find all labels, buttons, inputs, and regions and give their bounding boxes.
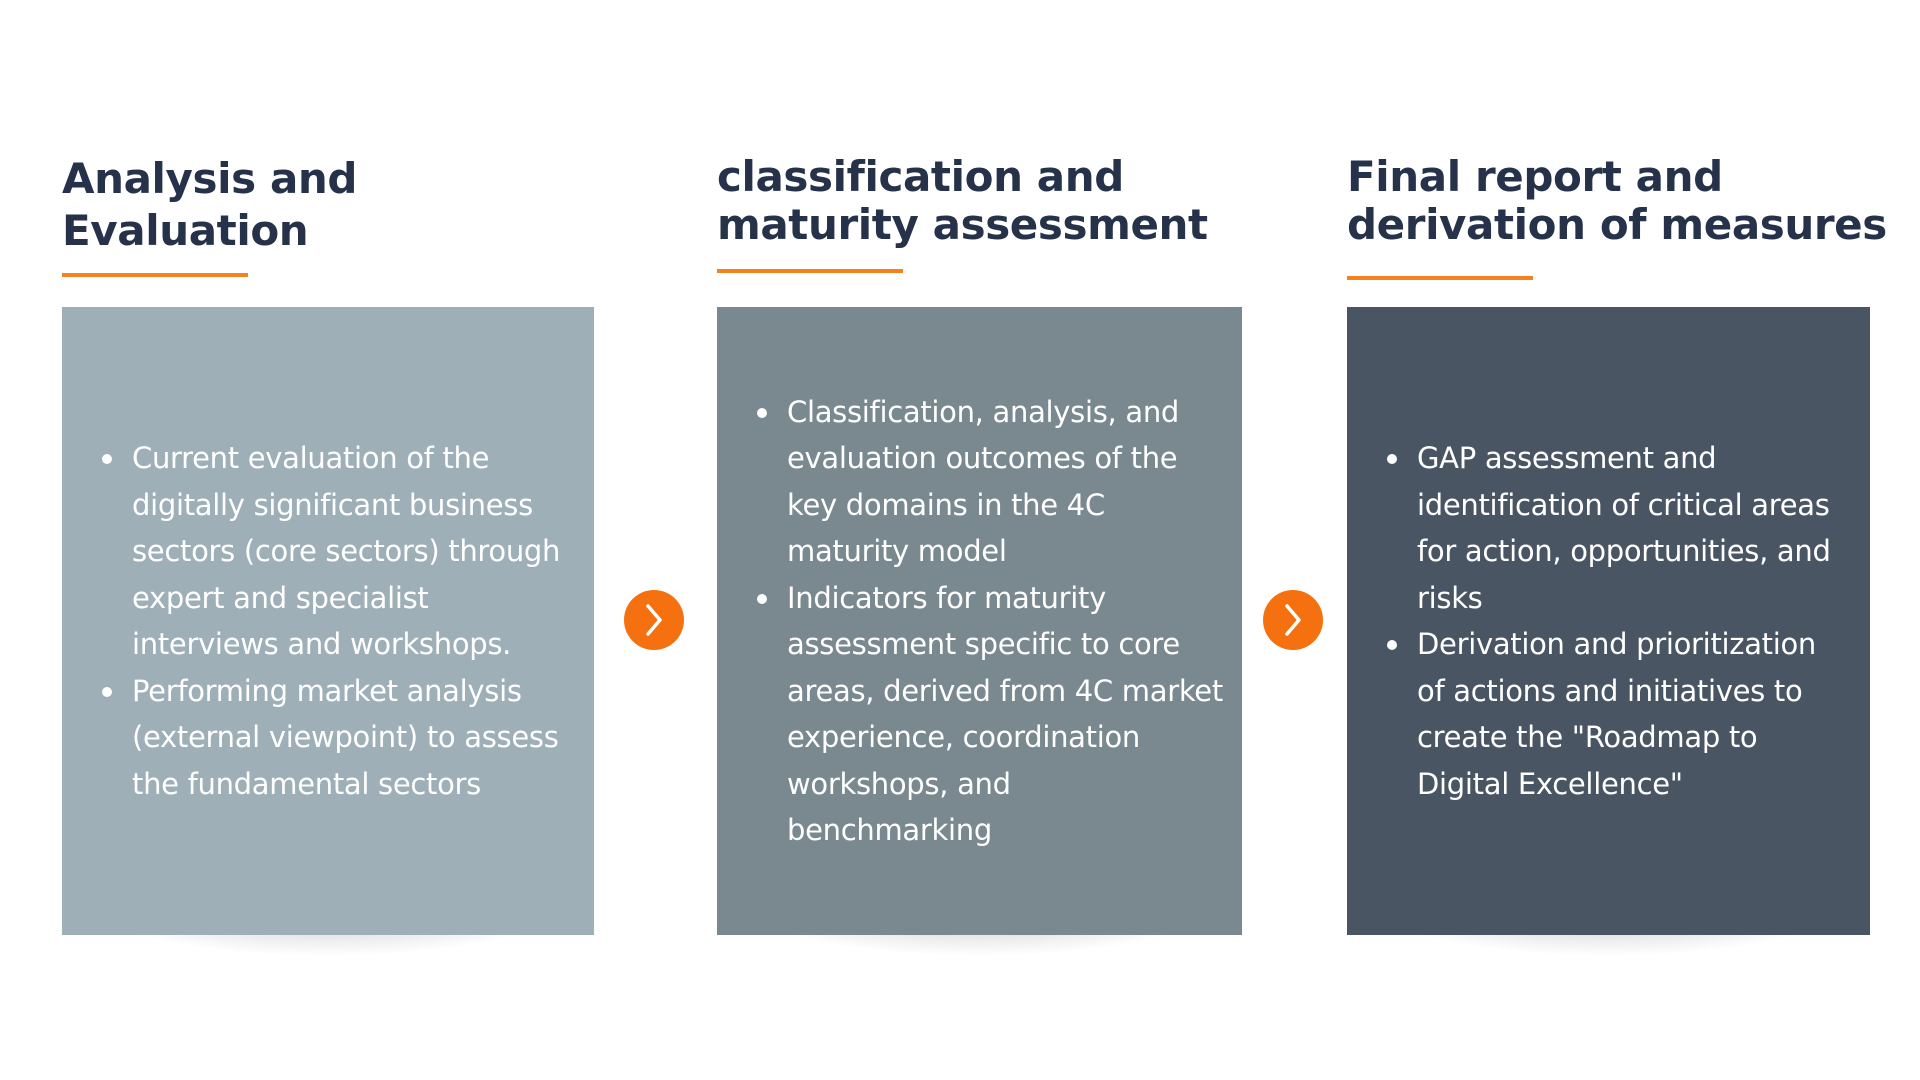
heading-underline (1347, 276, 1533, 280)
step-heading-line: derivation of measures (1347, 200, 1887, 249)
bullet-item: Indicators for maturity assessment speci… (757, 575, 1224, 854)
step-heading: classification and maturity assessment (717, 153, 1208, 249)
bullet-item: GAP assessment and identification of cri… (1387, 435, 1852, 621)
bullet-item: Current evaluation of the digitally sign… (102, 435, 576, 668)
bullet-item: Performing market analysis (external vie… (102, 668, 576, 808)
step-card: Current evaluation of the digitally sign… (62, 307, 594, 935)
bullet-list: Current evaluation of the digitally sign… (96, 435, 576, 807)
heading-underline (62, 273, 248, 277)
step-heading-line: Final report and (1347, 152, 1723, 201)
chevron-right-icon (1263, 590, 1323, 650)
step-card: GAP assessment and identification of cri… (1347, 307, 1870, 935)
step-heading-line: Evaluation (62, 206, 309, 255)
heading-underline (717, 269, 903, 273)
bullet-list: Classification, analysis, and evaluation… (751, 389, 1224, 854)
chevron-right-icon-glyph (1285, 604, 1301, 636)
bullet-item: Classification, analysis, and evaluation… (757, 389, 1224, 575)
step-heading-line: maturity assessment (717, 200, 1208, 249)
chevron-right-icon-glyph (646, 604, 662, 636)
bullet-list: GAP assessment and identification of cri… (1381, 435, 1852, 807)
step-heading-line: classification and (717, 152, 1124, 201)
step-card: Classification, analysis, and evaluation… (717, 307, 1242, 935)
bullet-item: Derivation and prioritization of actions… (1387, 621, 1852, 807)
step-heading: Final report and derivation of measures (1347, 153, 1887, 249)
step-heading: Analysis and Evaluation (62, 153, 357, 257)
step-heading-line: Analysis and (62, 154, 358, 203)
chevron-right-icon (624, 590, 684, 650)
